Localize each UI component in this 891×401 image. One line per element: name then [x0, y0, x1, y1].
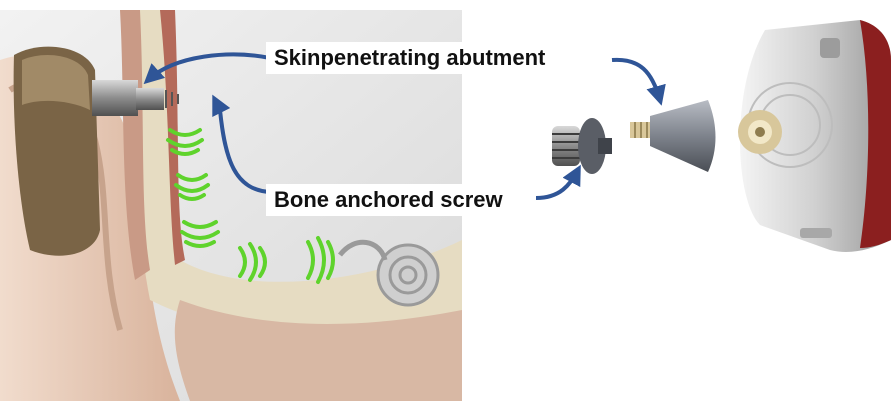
processor-button	[820, 38, 840, 58]
screw-label: Bone anchored screw	[266, 184, 511, 216]
abutment-cone	[650, 100, 716, 172]
bone-anchored-screw-part	[552, 118, 612, 174]
processor-coupling-hole	[755, 127, 765, 137]
screw-body	[552, 126, 580, 166]
abutment-part	[630, 100, 716, 172]
abutment-label: Skinpenetrating abutment	[266, 42, 553, 74]
screw-head	[598, 138, 612, 154]
abutment-implant	[136, 88, 164, 110]
coupling	[92, 80, 138, 116]
curved-arrow-icon	[612, 60, 660, 100]
curved-arrow-icon	[536, 170, 578, 198]
processor-battery-door	[800, 228, 832, 238]
sound-processor-device	[738, 20, 891, 252]
